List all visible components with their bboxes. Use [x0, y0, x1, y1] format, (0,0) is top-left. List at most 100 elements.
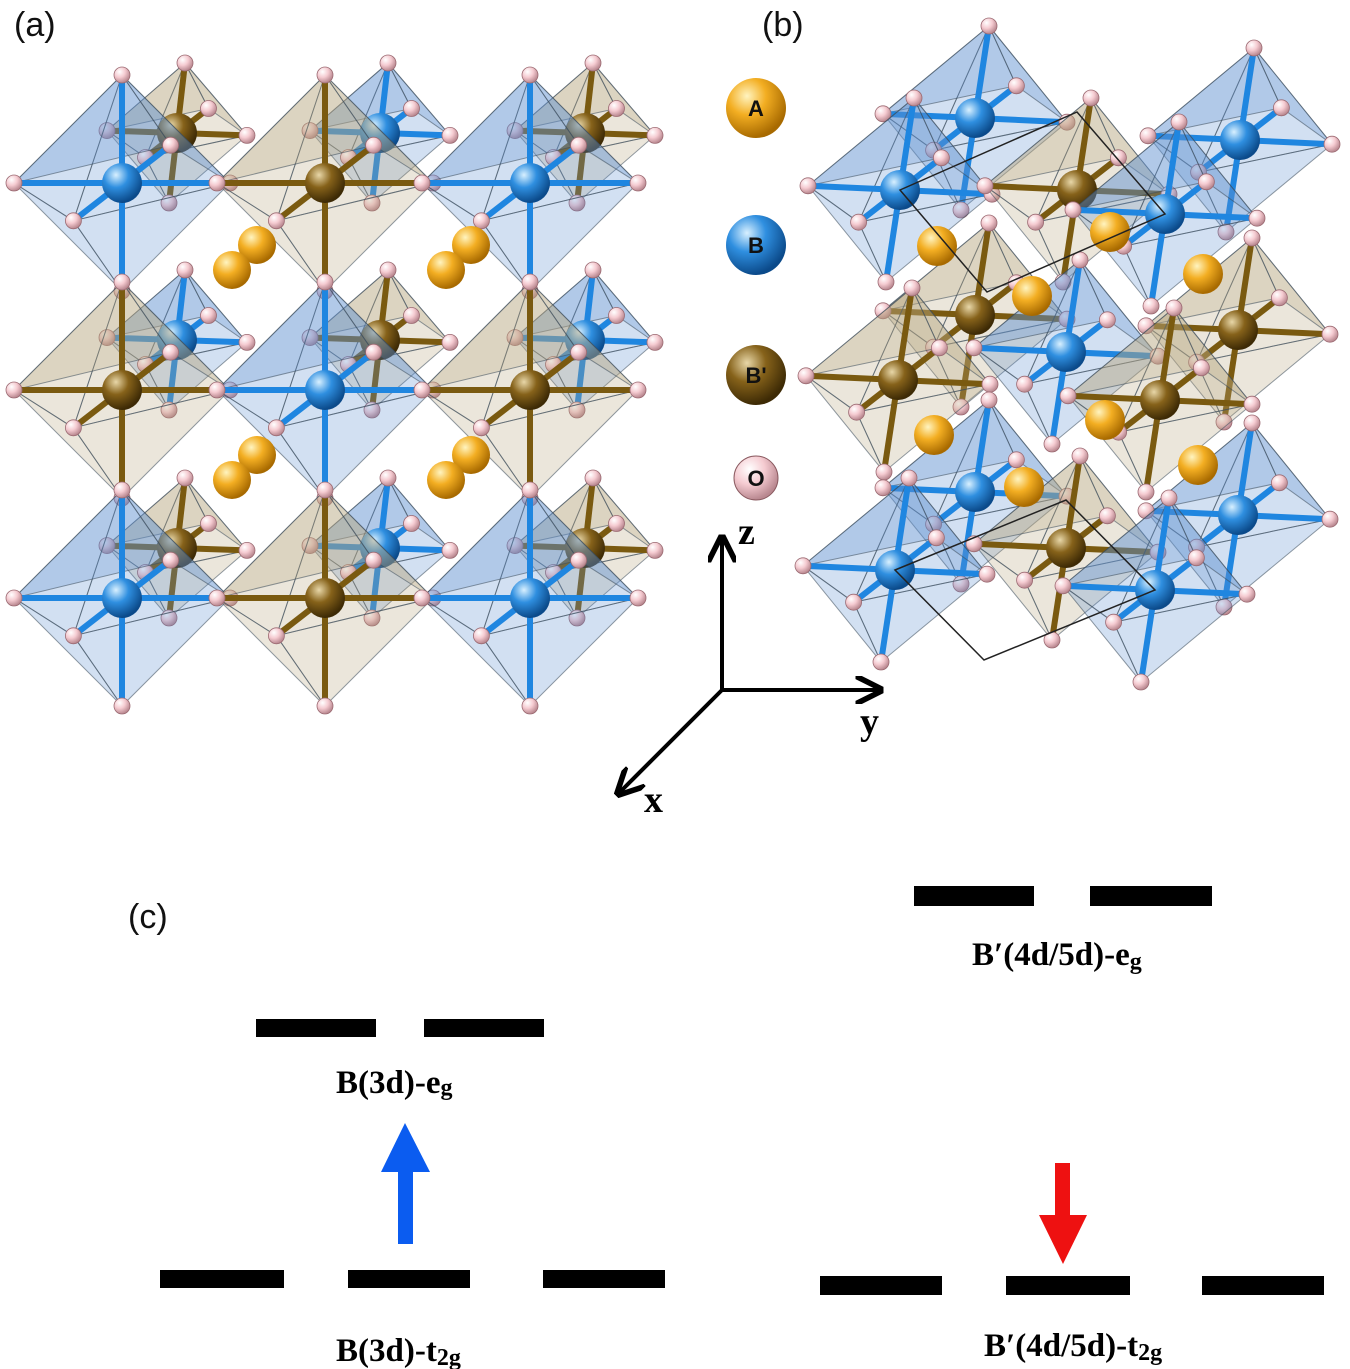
oxygen-atom [629, 381, 647, 399]
oxygen-atom [850, 213, 867, 231]
oxygen-atom [521, 66, 539, 84]
oxygen-atom [413, 589, 431, 607]
oxygen-atom [900, 469, 918, 487]
octahedron [794, 469, 996, 671]
oxygen-atom [608, 100, 625, 117]
oxygen-atom [113, 273, 131, 291]
oxygen-atom [608, 307, 625, 324]
b-prime-t2g-level-3 [1202, 1276, 1324, 1295]
octahedron [5, 481, 239, 715]
oxygen-atom [113, 66, 131, 84]
octahedron [5, 273, 239, 507]
oxygen-atom [646, 542, 664, 559]
b-site-atom [510, 578, 550, 618]
oxygen-atom [903, 279, 921, 297]
oxygen-atom [5, 381, 23, 399]
b-t2g-level-1 [160, 1270, 284, 1288]
oxygen-atom [976, 177, 994, 195]
b-prime-site-atom [305, 578, 345, 618]
spin-down-arrow-shaft [1055, 1163, 1070, 1217]
oxygen-atom [98, 329, 116, 347]
oxygen-atom [848, 403, 865, 421]
oxygen-atom [403, 100, 420, 117]
a-site-atom [1012, 276, 1052, 316]
b-prime-site-atom [510, 370, 550, 410]
b-prime-site-atom [305, 163, 345, 203]
oxygen-atom [267, 627, 285, 645]
a-site-atom [238, 436, 276, 474]
b-prime-site-atom [878, 360, 918, 400]
b-site-atom [510, 163, 550, 203]
oxygen-atom [113, 697, 131, 715]
oxygen-atom [1139, 127, 1157, 145]
oxygen-atom [1137, 317, 1155, 335]
legend-atom-a [726, 78, 786, 138]
unit-cell-outline-bottom [893, 499, 1157, 661]
oxygen-atom [1217, 223, 1235, 241]
oxygen-atom [379, 261, 397, 279]
oxygen-atom [472, 419, 490, 437]
legend-label-b-prime: B' [745, 363, 766, 388]
oxygen-atom [316, 273, 334, 291]
oxygen-atom [980, 391, 998, 409]
legend-atom-b-prime [726, 345, 786, 405]
octahedron-face [480, 182, 640, 292]
octahedron-face [12, 489, 172, 599]
oxygen-atom [413, 174, 431, 192]
oxygen-atom [629, 174, 647, 192]
octahedron-face [480, 389, 640, 499]
octahedron [413, 481, 647, 715]
octahedron [965, 251, 1167, 453]
b-eg-level-2 [424, 1019, 544, 1037]
panel-label-b: (b) [762, 6, 804, 44]
oxygen-atom [176, 261, 194, 279]
a-site-atom [452, 226, 490, 264]
oxygen-atom [978, 565, 996, 583]
oxygen-atom [1027, 213, 1044, 231]
oxygen-atom [965, 339, 983, 357]
oxygen-atom [441, 333, 459, 351]
oxygen-atom [1170, 113, 1188, 131]
oxygen-atom [65, 419, 82, 437]
oxygen-atom [1273, 99, 1290, 117]
oxygen-atom [403, 307, 420, 324]
oxygen-atom [316, 697, 334, 715]
b-prime-eg-level-2 [1090, 886, 1212, 906]
oxygen-atom [1059, 387, 1077, 405]
oxygen-atom [365, 136, 383, 154]
unit-cell-outline-top [898, 111, 1167, 293]
oxygen-atom [584, 469, 602, 487]
legend-label-o: O [747, 466, 764, 491]
b-site-atom [955, 472, 995, 512]
oxygen-atom [933, 149, 950, 167]
oxygen-atom [365, 343, 383, 361]
oxygen-atom [98, 537, 116, 554]
oxygen-atom [797, 367, 815, 385]
octahedron-face [275, 389, 435, 499]
b-t2g-label: B(3d)-t2g [336, 1333, 461, 1369]
b-site-atom [305, 370, 345, 410]
oxygen-atom [1198, 173, 1215, 191]
oxygen-atom [267, 212, 285, 230]
lattice-panel-a [5, 54, 664, 715]
spin-up-arrow-shaft [398, 1170, 413, 1244]
octahedron-face [215, 74, 375, 184]
b-site-atom [1218, 495, 1258, 535]
z-axis-label: z [738, 511, 755, 553]
oxygen-atom [570, 343, 587, 361]
oxygen-atom [162, 551, 180, 569]
b-prime-site-atom [1140, 380, 1180, 420]
b-site-atom [1220, 120, 1260, 160]
b-eg-level-1 [256, 1019, 376, 1037]
oxygen-atom [981, 375, 999, 393]
b-site-atom [102, 163, 142, 203]
octahedron [413, 66, 647, 300]
oxygen-atom [1105, 613, 1122, 631]
oxygen-atom [1243, 229, 1261, 247]
octahedron-face [215, 489, 375, 599]
b-t2g-level-2 [348, 1270, 470, 1288]
oxygen-atom [472, 627, 490, 645]
oxygen-atom [845, 593, 862, 611]
panel-label-a: (a) [14, 6, 56, 44]
oxygen-atom [931, 339, 948, 357]
